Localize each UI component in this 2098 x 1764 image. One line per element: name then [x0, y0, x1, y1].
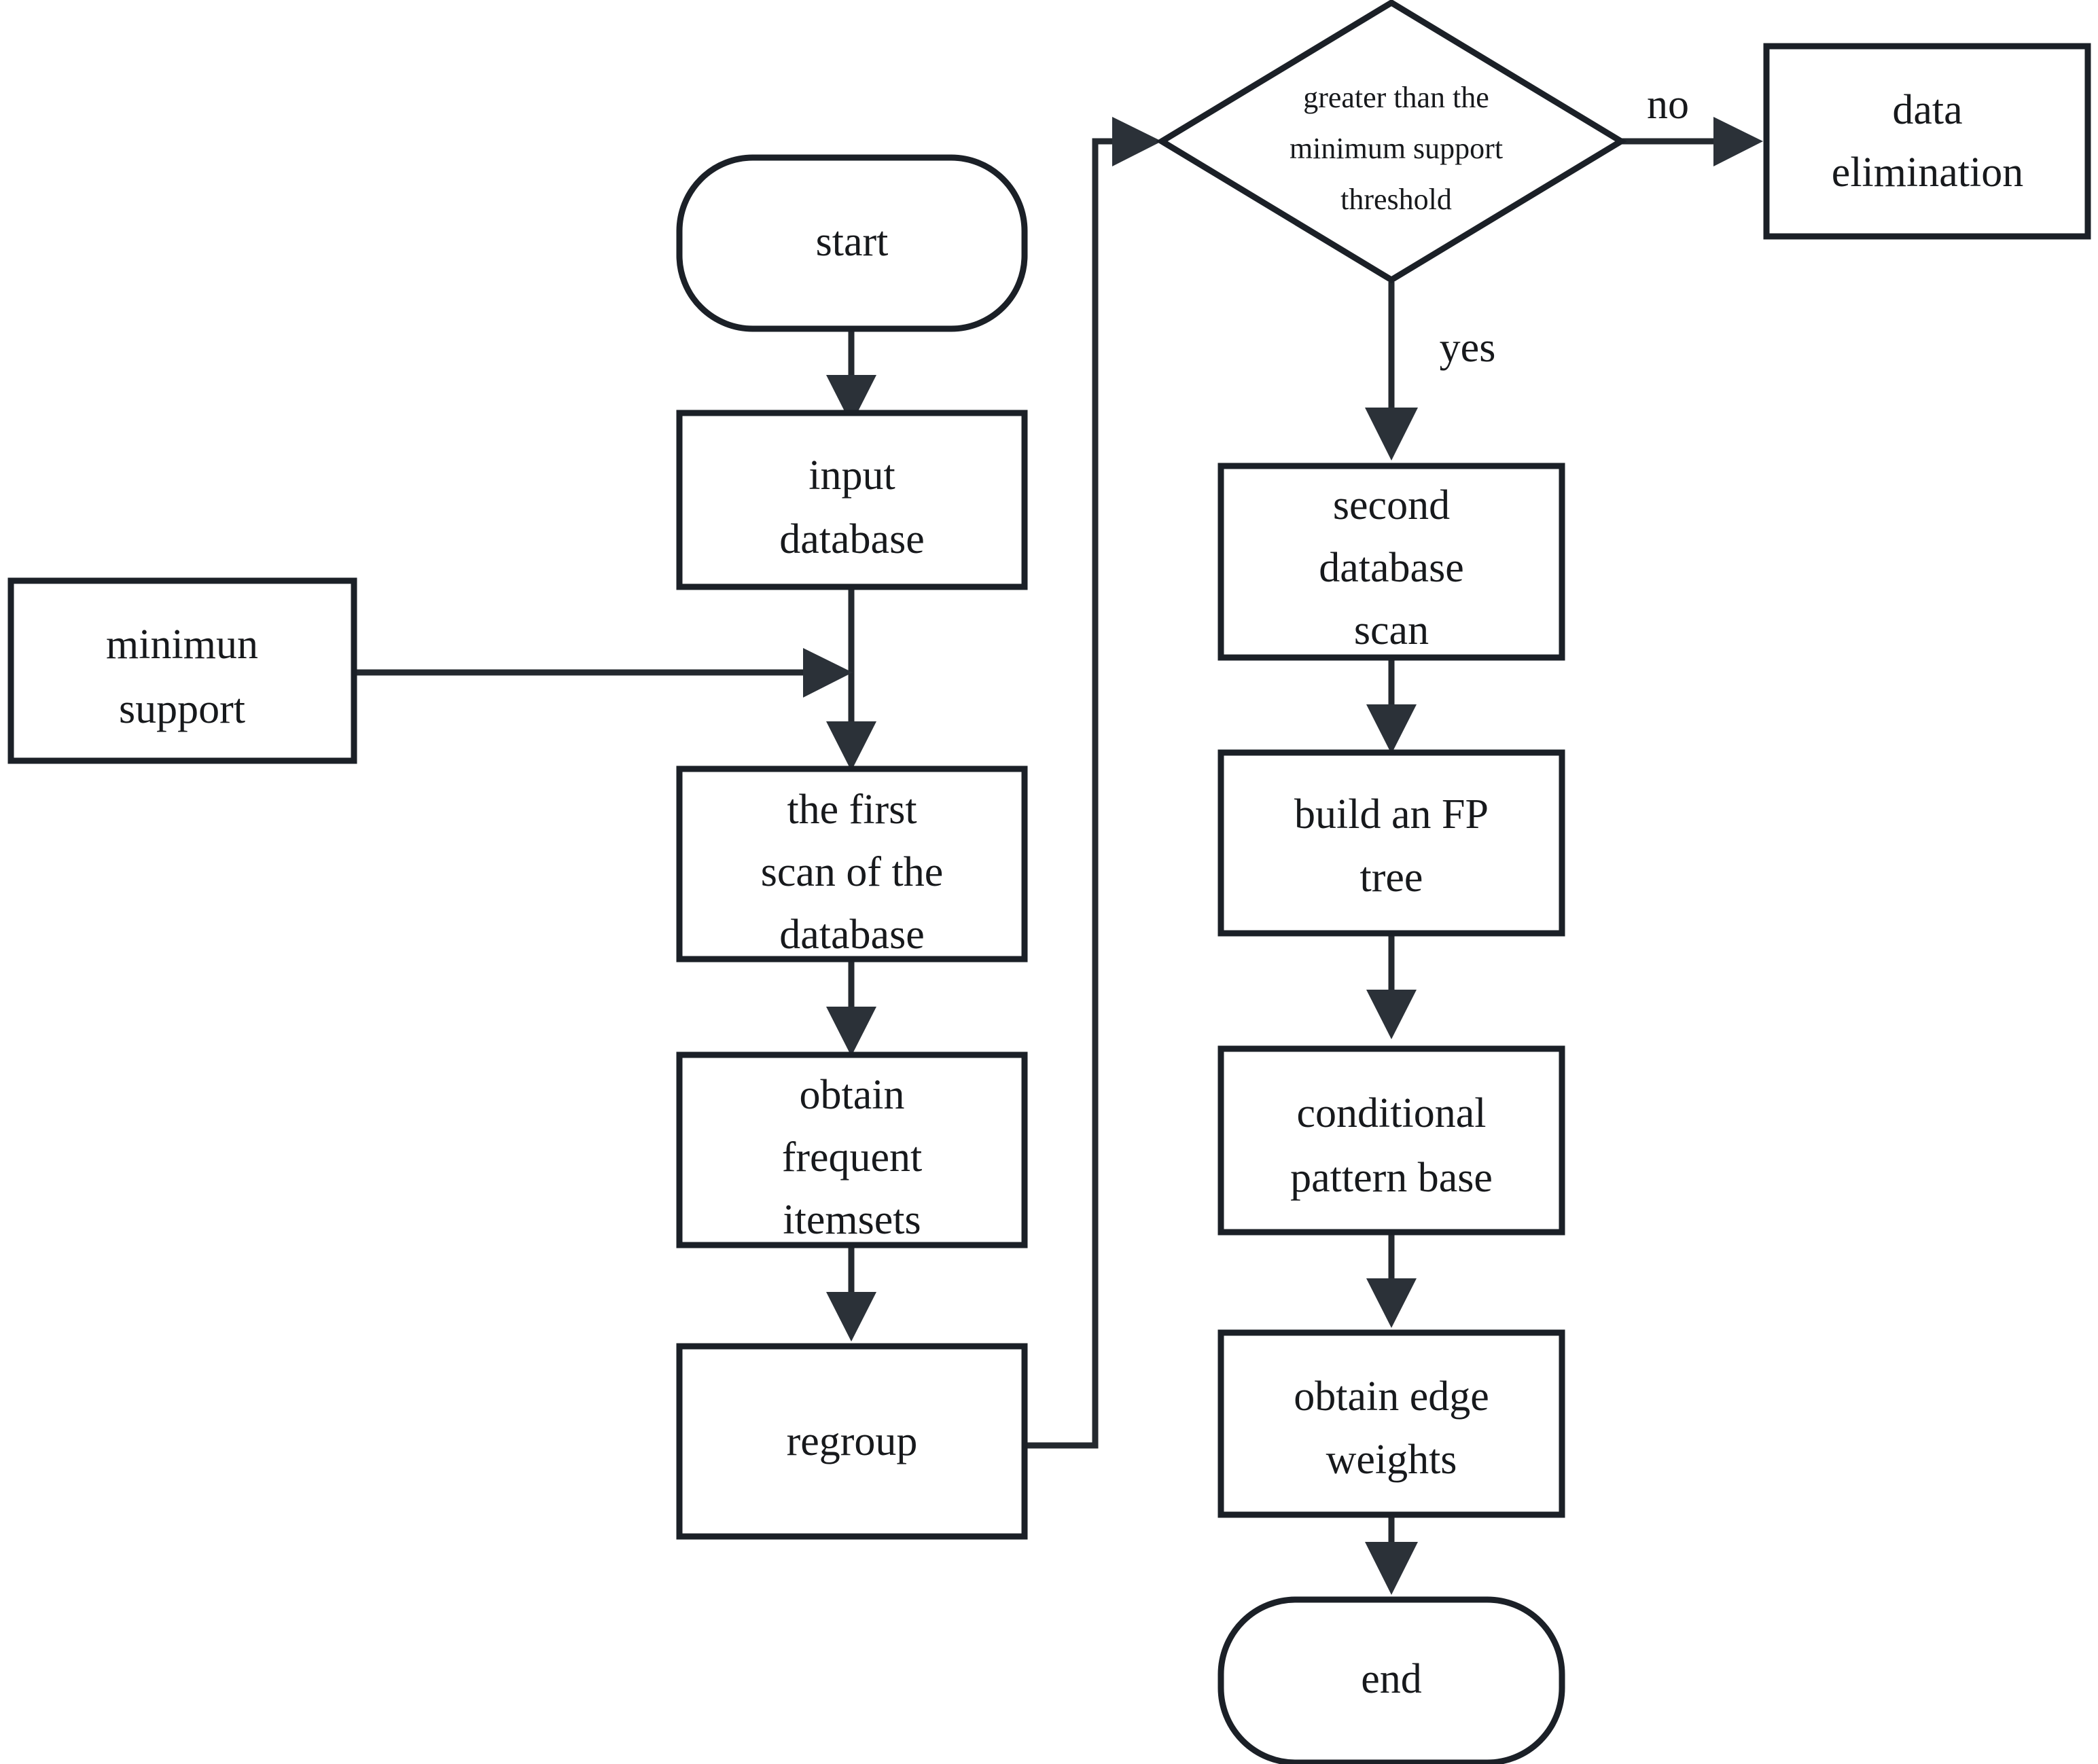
node-start-label: start [816, 219, 889, 265]
node-decision[interactable]: greater than the minimum support thresho… [1156, 0, 1627, 284]
node-frequent-itemsets-label-line1: obtain [800, 1072, 905, 1118]
node-input-database-label-line2: database [779, 516, 924, 562]
node-decision-label-line1: greater than the [1303, 81, 1489, 114]
node-start[interactable]: start [676, 154, 1028, 332]
node-data-elimination-label-line2: elimination [1832, 149, 2023, 196]
node-fp-tree-label-line2: tree [1360, 854, 1423, 901]
edge-label-no: no [1647, 82, 1689, 128]
node-first-scan-label-line3: database [779, 912, 924, 958]
node-end[interactable]: end [1217, 1596, 1565, 1764]
edge-itemsets-to-regroup [826, 1242, 876, 1342]
edge-decision-yes-to-secondscan [1365, 282, 1418, 461]
edge-input-to-firstscan [826, 586, 876, 771]
node-fp-tree[interactable]: build an FP tree [1217, 749, 1565, 937]
edge-decision-no-to-elimination [1621, 117, 1763, 166]
node-regroup[interactable]: regroup [676, 1343, 1028, 1540]
node-input-database[interactable]: input database [676, 410, 1028, 590]
node-data-elimination[interactable]: data elimination [1763, 43, 2091, 240]
node-minimum-support-label-line2: support [119, 686, 245, 732]
node-pattern-base-label-line2: pattern base [1290, 1155, 1493, 1201]
node-edge-weights-label-line2: weights [1326, 1437, 1457, 1483]
node-regroup-label: regroup [787, 1418, 918, 1464]
node-pattern-base[interactable]: conditional pattern base [1217, 1045, 1565, 1236]
node-edge-weights-label-line1: obtain edge [1294, 1373, 1489, 1420]
edge-minimumsupport-to-trunk [354, 648, 853, 698]
edge-edgeweights-to-end [1365, 1513, 1418, 1595]
node-data-elimination-label-line1: data [1892, 87, 1962, 133]
node-minimum-support-label-line1: minimun [106, 622, 258, 668]
node-input-database-label-line1: input [808, 452, 895, 499]
node-second-scan-label-line2: database [1319, 545, 1463, 591]
node-second-scan-label-line3: scan [1354, 607, 1429, 653]
node-edge-weights[interactable]: obtain edge weights [1217, 1329, 1565, 1518]
edge-regroup-to-decision [1024, 117, 1162, 1449]
node-decision-label-line2: minimum support [1290, 132, 1503, 165]
node-frequent-itemsets[interactable]: obtain frequent itemsets [676, 1051, 1028, 1248]
node-frequent-itemsets-label-line2: frequent [782, 1134, 923, 1181]
node-second-scan[interactable]: second database scan [1217, 463, 1565, 661]
node-second-scan-label-line1: second [1333, 482, 1450, 528]
edge-fptree-to-patternbase [1366, 931, 1417, 1039]
node-end-label: end [1361, 1656, 1422, 1702]
edge-start-to-input [826, 328, 876, 425]
edge-firstscan-to-itemsets [826, 956, 876, 1056]
node-first-scan[interactable]: the first scan of the database [676, 766, 1028, 962]
node-minimum-support[interactable]: minimun support [7, 577, 357, 764]
node-frequent-itemsets-label-line3: itemsets [783, 1197, 921, 1243]
node-fp-tree-label-line1: build an FP [1294, 791, 1489, 838]
node-first-scan-label-line1: the first [787, 787, 917, 833]
node-decision-label-line3: threshold [1340, 183, 1452, 216]
node-pattern-base-label-line1: conditional [1297, 1090, 1487, 1136]
node-first-scan-label-line2: scan of the [761, 849, 944, 895]
edge-label-yes: yes [1440, 325, 1496, 371]
edge-patternbase-to-edgeweights [1366, 1231, 1417, 1328]
edge-secondscan-to-fptree [1366, 658, 1417, 754]
